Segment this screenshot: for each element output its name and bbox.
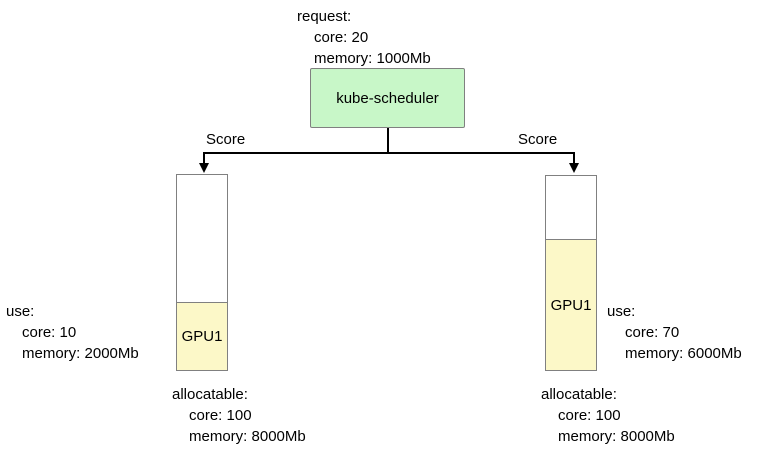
- node-left-gpu-fill: GPU1: [177, 302, 227, 370]
- left-arrow-stem: [203, 152, 205, 164]
- node-left: GPU1: [176, 174, 228, 371]
- node-left-use-annotation: use: core: 10 memory: 2000Mb: [6, 301, 139, 364]
- node-left-use-memory: memory: 2000Mb: [22, 345, 139, 362]
- right-arrowhead-icon: [569, 163, 579, 173]
- node-right-use-core: core: 70: [625, 324, 680, 341]
- score-label-left: Score: [206, 131, 246, 148]
- node-left-allocatable-core: core: 100: [189, 407, 252, 424]
- node-right-allocatable-core: core: 100: [558, 407, 621, 424]
- request-title: request:: [297, 8, 352, 25]
- request-core-line: core: 20: [314, 29, 369, 46]
- node-left-allocatable-memory: memory: 8000Mb: [189, 428, 306, 445]
- left-arrowhead-icon: [199, 163, 209, 173]
- scheduler-stem-line: [387, 128, 389, 153]
- right-arrow-stem: [573, 152, 575, 164]
- node-right: GPU1: [545, 175, 597, 371]
- node-right-use-memory: memory: 6000Mb: [625, 345, 742, 362]
- kube-scheduler-box: kube-scheduler: [310, 68, 465, 128]
- node-left-use-core: core: 10: [22, 324, 77, 341]
- node-left-allocatable-annotation: allocatable: core: 100 memory: 8000Mb: [172, 384, 306, 447]
- node-right-gpu-label: GPU1: [550, 296, 592, 314]
- node-right-allocatable-annotation: allocatable: core: 100 memory: 8000Mb: [541, 384, 675, 447]
- node-right-allocatable-memory: memory: 8000Mb: [558, 428, 675, 445]
- node-right-gpu-fill: GPU1: [546, 239, 596, 370]
- request-annotation: request: core: 20 memory: 1000Mb: [297, 6, 431, 69]
- connector-horizontal-line: [203, 152, 575, 154]
- kube-scheduler-label: kube-scheduler: [336, 89, 439, 107]
- request-memory-line: memory: 1000Mb: [314, 50, 431, 67]
- node-left-gpu-label: GPU1: [181, 328, 223, 345]
- node-right-use-title: use:: [607, 303, 636, 320]
- node-left-allocatable-title: allocatable:: [172, 386, 248, 403]
- node-right-allocatable-title: allocatable:: [541, 386, 617, 403]
- node-left-use-title: use:: [6, 303, 35, 320]
- node-right-use-annotation: use: core: 70 memory: 6000Mb: [607, 301, 742, 364]
- score-label-right: Score: [518, 131, 558, 148]
